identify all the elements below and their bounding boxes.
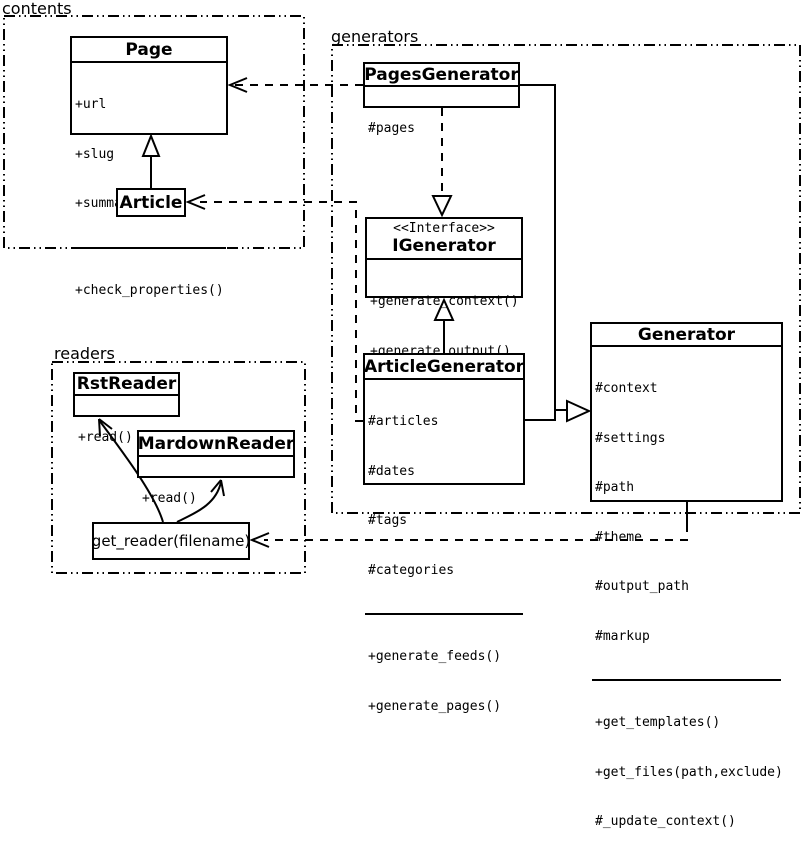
method-line: +generate_feeds() bbox=[368, 649, 502, 664]
getreader-rstreader-arrowhead bbox=[98, 418, 113, 437]
attribute-line: #categories bbox=[368, 562, 455, 578]
attribute-line: #settings bbox=[595, 430, 666, 446]
generators-package-border bbox=[331, 44, 801, 514]
attribute-line: #tags bbox=[368, 513, 408, 528]
pagesgenerator-generator-generalization-line bbox=[520, 84, 567, 411]
attribute-line: #articles bbox=[368, 414, 439, 429]
diagram-canvas bbox=[3, 15, 801, 574]
class-page-title: Page bbox=[125, 39, 173, 60]
articlegenerator-generator-generalization-line bbox=[525, 410, 556, 421]
method-line: +get_templates() bbox=[595, 715, 721, 730]
attribute-line: #context bbox=[595, 381, 658, 396]
method-line: +generate_pages() bbox=[368, 698, 502, 714]
class-article-generator: ArticleGenerator #articles #dates #tags … bbox=[363, 353, 525, 714]
attribute-line: #dates bbox=[368, 463, 415, 479]
class-igenerator: <<Interface>> IGenerator +generate_conte… bbox=[365, 217, 523, 359]
method-line: +read() bbox=[78, 430, 133, 445]
attribute-line: +url bbox=[75, 97, 107, 112]
pagesgenerator-igenerator-realization-triangle bbox=[431, 195, 453, 218]
attribute-line: #output_path bbox=[595, 579, 689, 594]
class-rst-reader: RstReader +read() bbox=[73, 372, 180, 445]
class-article: Article bbox=[116, 188, 186, 217]
readers-package-label: readers bbox=[54, 344, 115, 363]
class-page: Page +url +slug +summary +check_properti… bbox=[70, 36, 228, 298]
interface-stereotype: <<Interface>> bbox=[393, 221, 495, 236]
node-get-reader-label: get_reader(filename) bbox=[91, 532, 251, 550]
attribute-line: #pages bbox=[368, 121, 415, 136]
attribute-line: #markup bbox=[595, 628, 650, 644]
generator-getreader-dependency-line bbox=[264, 524, 688, 541]
class-article-title: Article bbox=[119, 192, 183, 213]
attribute-line: #theme bbox=[595, 529, 642, 545]
class-mardown-reader-title: MardownReader bbox=[137, 433, 295, 454]
class-pages-generator: PagesGenerator #pages bbox=[363, 62, 520, 136]
class-article-generator-methods: +generate_feeds() +generate_pages() bbox=[365, 613, 523, 749]
class-page-methods: +check_properties() bbox=[72, 246, 226, 334]
getreader-mardownreader-arrowhead bbox=[210, 479, 225, 497]
class-article-generator-attributes: #articles #dates #tags #categories bbox=[365, 378, 523, 613]
class-rst-reader-title: RstReader bbox=[76, 374, 177, 394]
method-line: +check_properties() bbox=[75, 282, 224, 298]
method-line: +generate_context() bbox=[370, 294, 519, 309]
articlegenerator-article-arrowhead bbox=[185, 194, 206, 210]
class-mardown-reader-methods: +read() bbox=[139, 455, 293, 542]
generator-getreader-arrowhead bbox=[249, 532, 270, 548]
method-line: +read() bbox=[142, 491, 197, 506]
class-pages-generator-attributes: #pages bbox=[365, 85, 518, 172]
articlegenerator-igenerator-generalization-triangle bbox=[433, 297, 455, 321]
contents-package-label: contents bbox=[2, 0, 72, 18]
class-igenerator-title: <<Interface>> IGenerator bbox=[367, 219, 521, 258]
generators-package-label: generators bbox=[331, 27, 419, 46]
getreader-mardownreader-curve bbox=[176, 481, 222, 523]
class-generator-title: Generator bbox=[637, 324, 736, 345]
class-mardown-reader: MardownReader +read() bbox=[137, 430, 295, 506]
class-generator-attributes: #context #settings #path #theme #output_… bbox=[592, 345, 781, 679]
attribute-line: #path bbox=[595, 480, 635, 495]
article-page-generalization-triangle bbox=[141, 133, 161, 157]
attribute-line: +slug bbox=[75, 146, 115, 162]
class-rst-reader-methods: +read() bbox=[75, 394, 178, 481]
articlegenerator-article-dependency-line bbox=[200, 201, 363, 422]
class-article-generator-title: ArticleGenerator bbox=[363, 356, 525, 377]
readers-package-border bbox=[51, 361, 306, 574]
method-line: #_update_context() bbox=[595, 814, 736, 829]
class-pages-generator-title: PagesGenerator bbox=[364, 64, 519, 85]
class-generator-methods: +get_templates() +get_files(path,exclude… bbox=[592, 679, 781, 865]
class-generator: Generator #context #settings #path #them… bbox=[590, 322, 783, 829]
node-get-reader: get_reader(filename) bbox=[92, 522, 250, 560]
class-igenerator-name: IGenerator bbox=[392, 236, 496, 256]
pagesgenerator-page-arrowhead bbox=[227, 77, 248, 93]
generator-generalization-triangle bbox=[566, 399, 592, 423]
class-page-attributes: +url +slug +summary bbox=[72, 61, 226, 247]
method-line: +get_files(path,exclude) bbox=[595, 764, 781, 780]
